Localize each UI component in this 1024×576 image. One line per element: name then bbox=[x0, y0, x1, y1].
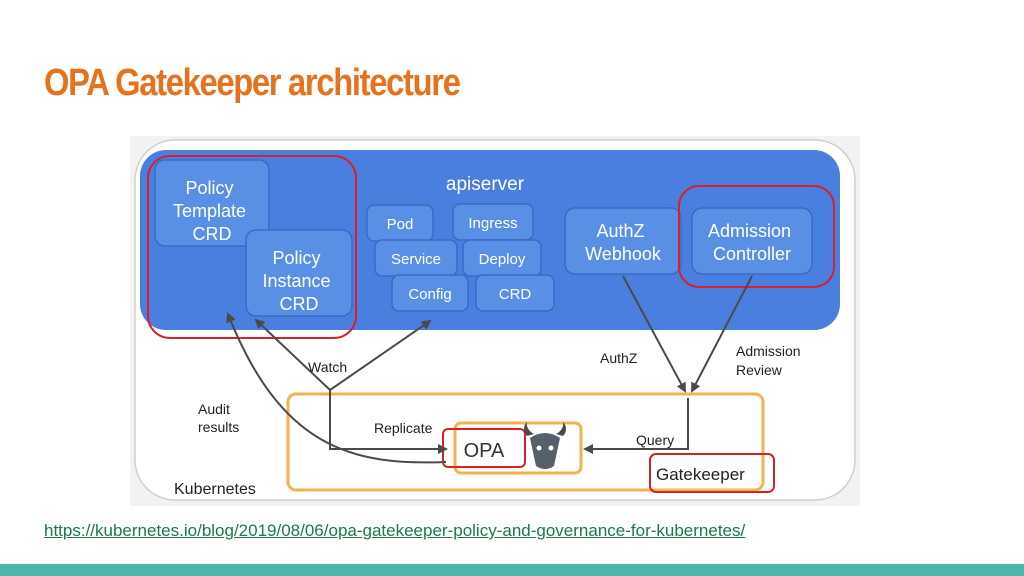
opa-logo-icon bbox=[524, 422, 566, 469]
service-label: Service bbox=[391, 251, 441, 268]
admission-review-label: Admission Review bbox=[736, 343, 804, 378]
policy-instance-crd-box bbox=[245, 229, 353, 317]
resource-crd-box bbox=[475, 274, 555, 312]
policy-template-crd-label: Policy Template CRD bbox=[173, 178, 251, 244]
admission-review-arrow bbox=[691, 275, 753, 393]
authz-webhook-label: AuthZ Webhook bbox=[585, 221, 662, 264]
slide-title: OPA Gatekeeper architecture bbox=[44, 62, 461, 104]
gatekeeper-box bbox=[286, 392, 765, 492]
policy-template-crd-box bbox=[154, 159, 270, 247]
query-arrow bbox=[583, 398, 689, 454]
footer-bar bbox=[0, 564, 1024, 576]
config-box bbox=[391, 274, 469, 312]
audit-results-label: Audit results bbox=[198, 401, 239, 435]
gatekeeper-label-highlight bbox=[649, 453, 775, 493]
authz-arrow bbox=[622, 275, 686, 393]
audit-results-arrow bbox=[226, 312, 447, 464]
kubernetes-label: Kubernetes bbox=[174, 481, 256, 498]
ingress-label: Ingress bbox=[468, 215, 517, 232]
admission-controller-highlight bbox=[678, 185, 835, 288]
watch-arrow-resources bbox=[329, 319, 432, 391]
pod-label: Pod bbox=[387, 216, 414, 233]
authz-webhook-box bbox=[564, 207, 682, 275]
query-label: Query bbox=[636, 432, 674, 448]
gatekeeper-architecture-diagram: Kubernetes apiserver Policy Template CRD… bbox=[130, 136, 860, 506]
policy-instance-crd-label: Policy Instance CRD bbox=[262, 248, 335, 314]
replicate-arrow bbox=[329, 390, 448, 454]
crd-highlight bbox=[147, 155, 357, 339]
gatekeeper-label: Gatekeeper bbox=[656, 465, 745, 484]
source-link[interactable]: https://kubernetes.io/blog/2019/08/06/op… bbox=[44, 521, 746, 540]
deploy-label: Deploy bbox=[479, 251, 526, 268]
opa-label: OPA bbox=[464, 440, 505, 462]
admission-controller-box bbox=[691, 207, 813, 275]
resource-crd-label: CRD bbox=[499, 286, 532, 303]
authz-edge-label: AuthZ bbox=[600, 350, 638, 366]
watch-label: Watch bbox=[308, 359, 347, 375]
config-label: Config bbox=[408, 286, 451, 303]
opa-box bbox=[453, 421, 583, 475]
admission-controller-label: Admission Controller bbox=[708, 221, 796, 264]
replicate-label: Replicate bbox=[374, 420, 433, 436]
apiserver-label: apiserver bbox=[446, 174, 525, 195]
watch-arrow-crd bbox=[254, 318, 331, 391]
